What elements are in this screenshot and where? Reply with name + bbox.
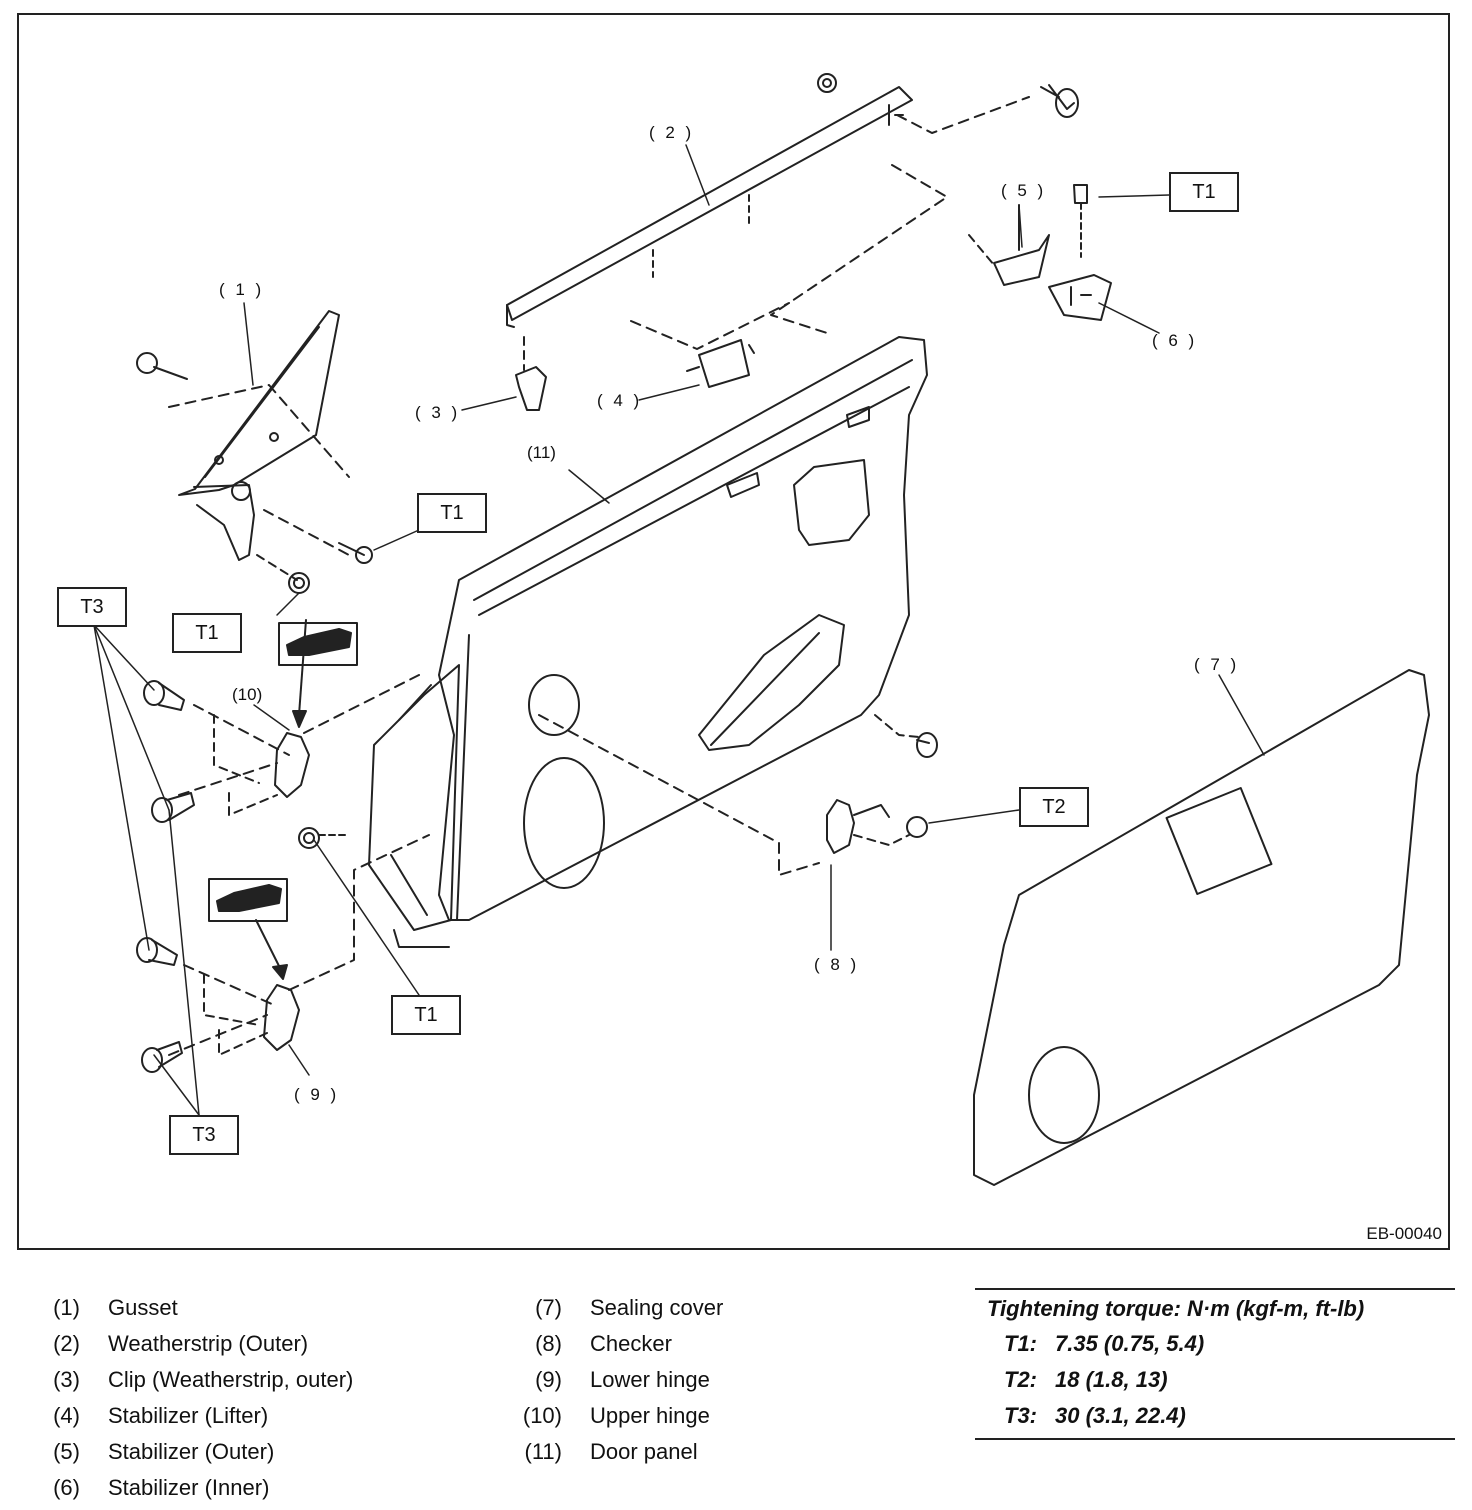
- checker-part: [538, 714, 928, 876]
- torque-code: T2:: [1004, 1367, 1037, 1392]
- top-clip-screws: [770, 73, 1079, 334]
- legend-item: (4) Stabilizer (Lifter): [28, 1398, 353, 1434]
- legend-item: (2) Weatherstrip (Outer): [28, 1326, 353, 1362]
- grease-icon-lower: [208, 878, 288, 922]
- legend-number: (10): [522, 1403, 562, 1428]
- torque-box-t3-lower: T3: [169, 1115, 239, 1155]
- clip-part: [515, 336, 547, 411]
- legend-number: (9): [535, 1367, 562, 1392]
- legend-label: Sealing cover: [590, 1295, 724, 1320]
- stabilizer-lifter-part: [630, 302, 790, 388]
- legend-number: (6): [53, 1475, 80, 1500]
- legend-label: Weatherstrip (Outer): [108, 1331, 309, 1356]
- callout-10: (10): [232, 685, 263, 704]
- hinge-bolts: [136, 680, 350, 1073]
- legend-label: Stabilizer (Inner): [108, 1475, 270, 1500]
- legend-item: (5) Stabilizer (Outer): [28, 1434, 353, 1470]
- legend-label: Lower hinge: [590, 1367, 710, 1392]
- torque-box-t3-upper: T3: [57, 587, 127, 627]
- legend-item: (3) Clip (Weatherstrip, outer): [28, 1362, 353, 1398]
- diagram-drawing: [93, 73, 1430, 1186]
- leader-lines: [93, 144, 1265, 1116]
- lower-hinge-part: [168, 834, 430, 1056]
- legend-label: Clip (Weatherstrip, outer): [108, 1367, 354, 1392]
- legend-label: Stabilizer (Lifter): [108, 1403, 269, 1428]
- callout-6: ( 6 ): [1152, 331, 1198, 350]
- legend-label: Stabilizer (Outer): [108, 1439, 275, 1464]
- callout-11: (11): [527, 443, 556, 462]
- torque-row: T1: 7.35 (0.75, 5.4): [975, 1326, 1455, 1362]
- torque-table-title: Tightening torque: N·m (kgf-m, ft-lb): [987, 1296, 1365, 1321]
- upper-hinge-part: [178, 619, 420, 816]
- callout-2: ( 2 ): [649, 123, 695, 142]
- torque-code: T1:: [1004, 1331, 1037, 1356]
- stabilizer-inner-part: [1048, 184, 1112, 321]
- torque-box-t1-gusset: T1: [417, 493, 487, 533]
- gusset-part: [136, 310, 373, 594]
- callout-1: ( 1 ): [219, 280, 265, 299]
- legend-number: (5): [53, 1439, 80, 1464]
- torque-row: T2: 18 (1.8, 13): [975, 1362, 1455, 1398]
- callout-9: ( 9 ): [294, 1085, 340, 1104]
- torque-box-t1-stabilizer: T1: [1169, 172, 1239, 212]
- legend-number: (1): [53, 1295, 80, 1320]
- legend-item: (8) Checker: [510, 1326, 723, 1362]
- callout-3: ( 3 ): [415, 403, 461, 422]
- legend-item: (11) Door panel: [510, 1434, 723, 1470]
- torque-box-t1-nut: T1: [172, 613, 242, 653]
- legend-label: Gusset: [108, 1295, 178, 1320]
- legend-item: (1) Gusset: [28, 1290, 353, 1326]
- torque-table: Tightening torque: N·m (kgf-m, ft-lb) T1…: [975, 1288, 1455, 1440]
- torque-value: 7.35 (0.75, 5.4): [1055, 1331, 1205, 1356]
- torque-code: T3:: [1004, 1403, 1037, 1428]
- legend-number: (8): [535, 1331, 562, 1356]
- legend-left-column: (1) Gusset (2) Weatherstrip (Outer) (3) Cli…: [28, 1290, 353, 1506]
- legend-label: Checker: [590, 1331, 672, 1356]
- stabilizer-outer-part: [968, 204, 1050, 286]
- torque-box-t2: T2: [1019, 787, 1089, 827]
- legend-item: (7) Sealing cover: [510, 1290, 723, 1326]
- grease-icon-upper: [278, 622, 358, 666]
- legend-item: (6) Stabilizer (Inner): [28, 1470, 353, 1506]
- sealing-cover-part: [973, 669, 1430, 1186]
- torque-value: 30 (3.1, 22.4): [1055, 1403, 1186, 1428]
- torque-value: 18 (1.8, 13): [1055, 1367, 1168, 1392]
- door-panel-part: [368, 336, 938, 948]
- legend-label: Upper hinge: [590, 1403, 710, 1428]
- legend-number: (4): [53, 1403, 80, 1428]
- weatherstrip-outer-part: [506, 86, 913, 328]
- callout-7: ( 7 ): [1194, 655, 1240, 674]
- exploded-diagram: ( 1 ) ( 2 ) ( 3 ) ( 4 ) ( 5 ) ( 6 ) ( 7 …: [17, 13, 1450, 1250]
- legend-number: (7): [535, 1295, 562, 1320]
- legend-item: (10) Upper hinge: [510, 1398, 723, 1434]
- callout-5: ( 5 ): [1001, 181, 1047, 200]
- legend-item: (9) Lower hinge: [510, 1362, 723, 1398]
- legend-label: Door panel: [590, 1439, 698, 1464]
- document-id: EB-00040: [1366, 1224, 1442, 1243]
- torque-row: T3: 30 (3.1, 22.4): [975, 1398, 1455, 1434]
- callout-8: ( 8 ): [814, 955, 860, 974]
- legend-right-column: (7) Sealing cover (8) Checker (9) Lower hin…: [510, 1290, 723, 1470]
- legend-number: (2): [53, 1331, 80, 1356]
- callout-4: ( 4 ): [597, 391, 643, 410]
- legend-number: (11): [524, 1439, 563, 1464]
- torque-box-t1-hinge-nut: T1: [391, 995, 461, 1035]
- legend-number: (3): [53, 1367, 80, 1392]
